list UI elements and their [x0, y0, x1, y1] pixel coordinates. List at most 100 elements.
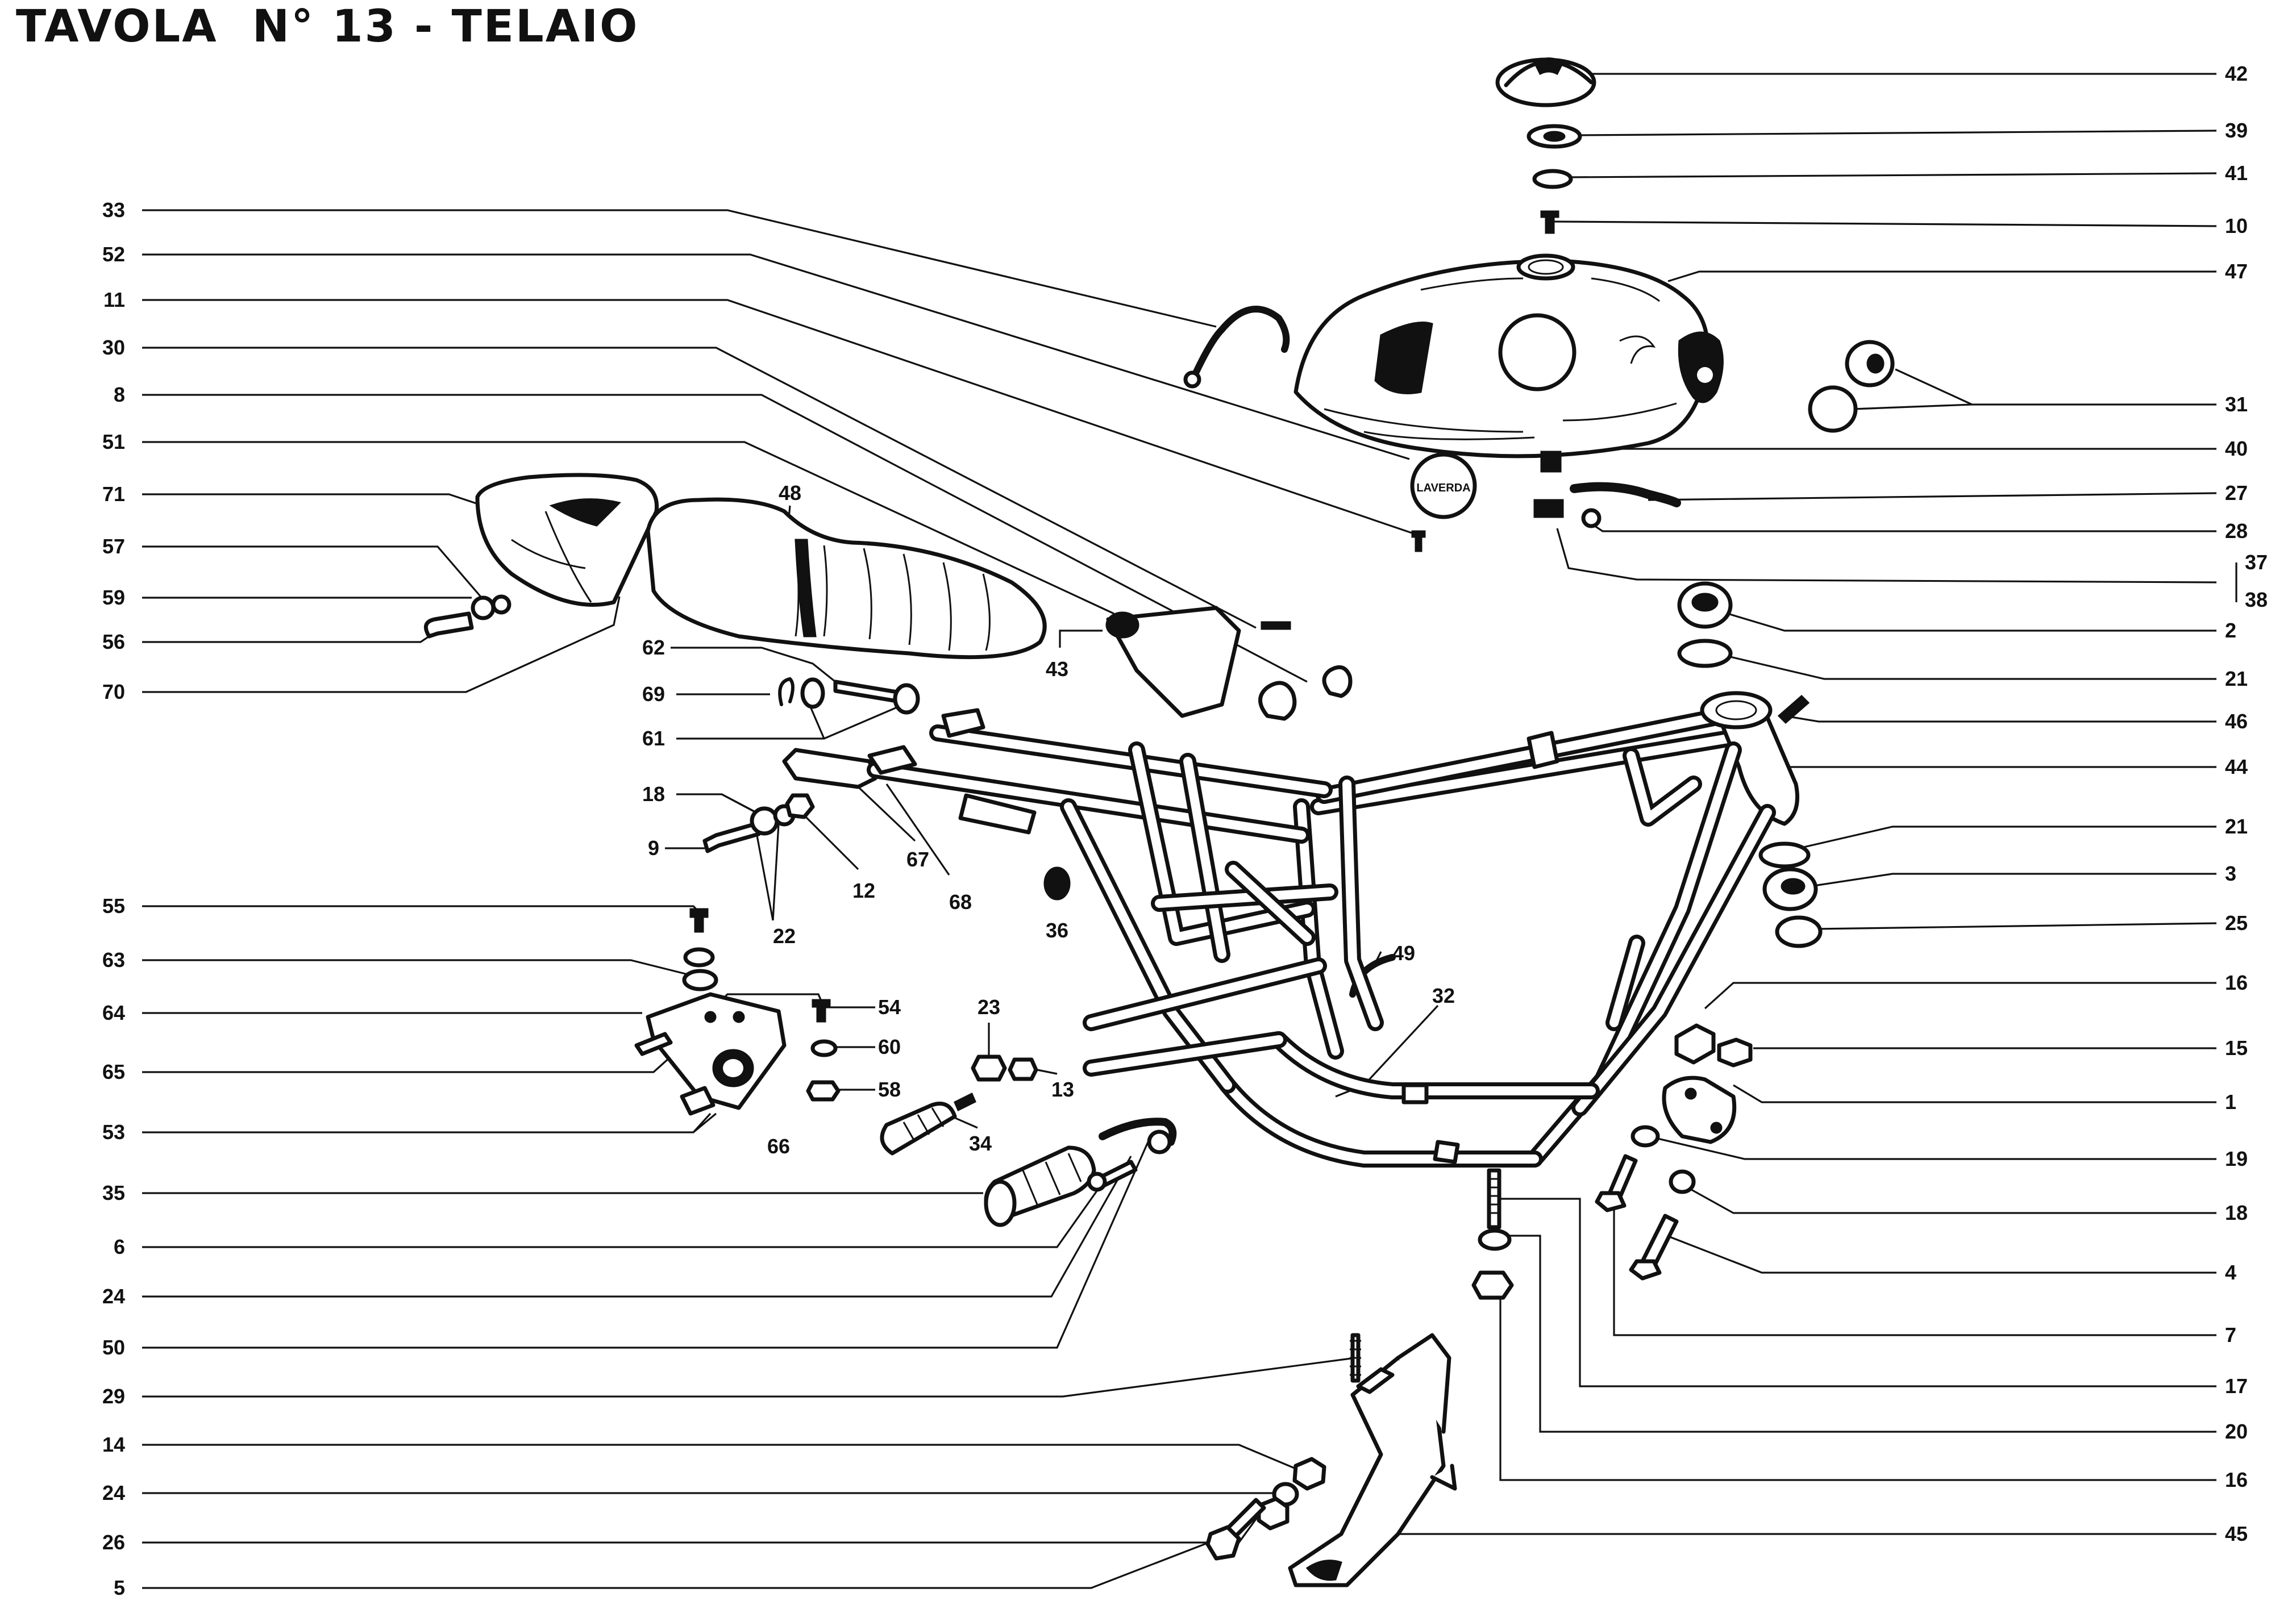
- leader-33: [142, 209, 1217, 328]
- leader-46: [1784, 715, 2216, 723]
- callout-44: 44: [2225, 755, 2248, 778]
- badge-screw: [1411, 530, 1426, 552]
- callout-63: 63: [102, 948, 125, 972]
- pin-washer-2: [893, 683, 920, 715]
- callout-labels-inline: 48 43 12 22 67 68 36 49 32 54 60 58 66 2…: [767, 481, 1455, 1158]
- filler-cap: [1495, 57, 1596, 107]
- callout-33: 33: [102, 198, 125, 222]
- leader-20: [1500, 1235, 2216, 1433]
- leader-41: [1568, 172, 2217, 178]
- leader-70: [142, 596, 621, 693]
- callout-24-lower: 24: [102, 1481, 125, 1504]
- callout-39: 39: [2225, 119, 2248, 142]
- callout-32: 32: [1432, 984, 1455, 1007]
- side-stand: [1288, 1333, 1457, 1587]
- callout-4: 4: [2225, 1261, 2236, 1284]
- nut-58: [806, 1080, 841, 1102]
- cap-gasket: [1532, 169, 1573, 189]
- callout-54: 54: [878, 995, 901, 1019]
- leader-61: [676, 703, 904, 740]
- callout-16-lower: 16: [2225, 1468, 2248, 1491]
- callout-13: 13: [1051, 1078, 1074, 1101]
- callout-68: 68: [949, 890, 972, 914]
- callout-2: 2: [2225, 619, 2236, 642]
- tank-badge: LAVERDA: [1410, 452, 1477, 519]
- callout-45: 45: [2225, 1522, 2248, 1545]
- callout-6: 6: [114, 1235, 125, 1258]
- callout-52: 52: [102, 243, 125, 266]
- callout-58: 58: [878, 1078, 901, 1101]
- callout-69: 69: [642, 682, 665, 706]
- washer-lower: [1758, 841, 1811, 869]
- callout-1: 1: [2225, 1090, 2236, 1114]
- leader-2: [1727, 612, 2216, 632]
- washer-19: [1631, 1125, 1660, 1148]
- callout-50: 50: [102, 1336, 125, 1359]
- callout-42: 42: [2225, 62, 2248, 85]
- washer-18: [1669, 1169, 1696, 1194]
- leader-53b: [692, 1112, 717, 1133]
- leader-26: [142, 1511, 1263, 1544]
- leader-51: [142, 441, 1114, 615]
- callout-29: 29: [102, 1385, 125, 1408]
- callout-18-right: 18: [2225, 1201, 2248, 1224]
- callout-8: 8: [114, 383, 125, 406]
- callout-labels-left: 33 52 11 30 8 51 71 57 59 56 70 62 69 61…: [102, 198, 665, 1599]
- callout-60: 60: [878, 1035, 901, 1058]
- callout-61: 61: [642, 727, 665, 750]
- callout-59: 59: [102, 586, 125, 609]
- leader-57: [142, 545, 484, 601]
- callout-24-upper: 24: [102, 1285, 125, 1308]
- leader-31a: [1895, 368, 2216, 406]
- nut-23: [971, 1054, 1007, 1082]
- callout-41: 41: [2225, 161, 2248, 185]
- callout-51: 51: [102, 430, 125, 453]
- callout-18-left: 18: [642, 782, 665, 806]
- callout-56: 56: [102, 630, 125, 653]
- leader-63: [142, 959, 700, 978]
- leader-lines: [142, 73, 2237, 1589]
- pin-washer-1: [800, 677, 825, 709]
- callout-37: 37: [2245, 551, 2268, 574]
- leader-14: [142, 1444, 1296, 1470]
- callout-47: 47: [2225, 260, 2248, 283]
- lever-50: [1099, 1118, 1177, 1146]
- leader-25: [1815, 922, 2217, 930]
- leader-19: [1648, 1135, 2216, 1160]
- nut-14: [1292, 1457, 1326, 1491]
- callout-53: 53: [102, 1120, 125, 1144]
- bolt-7-head: [1595, 1191, 1627, 1212]
- page-title: TAVOLA N° 13 - TELAIO: [16, 1, 639, 52]
- parts: LAVERDA: [423, 57, 1895, 1587]
- leader-53: [142, 1112, 712, 1133]
- leader-65: [142, 1056, 672, 1073]
- leader-29: [142, 1357, 1356, 1398]
- overflow-tube: [1190, 306, 1290, 381]
- nut-12: [785, 793, 815, 819]
- footrest-bracket: [634, 992, 787, 1116]
- leader-28: [1585, 519, 2216, 532]
- callout-10: 10: [2225, 214, 2248, 237]
- leader-22b: [772, 823, 780, 921]
- callout-35: 35: [102, 1181, 125, 1204]
- callout-28: 28: [2225, 519, 2248, 543]
- callout-27: 27: [2225, 481, 2248, 505]
- leader-18r: [1682, 1183, 2216, 1214]
- leader-71: [142, 493, 501, 512]
- callout-20: 20: [2225, 1420, 2248, 1443]
- leader-56: [142, 630, 438, 643]
- callout-30: 30: [102, 336, 125, 359]
- callout-9: 9: [648, 836, 659, 860]
- silent-block-1: [1258, 681, 1297, 721]
- leader-39: [1579, 130, 2217, 136]
- screw-55: [689, 908, 709, 933]
- leader-1: [1733, 1084, 2216, 1103]
- leader-11: [142, 299, 1416, 535]
- callout-3: 3: [2225, 862, 2236, 885]
- leader-37-38: [1556, 528, 2217, 583]
- nut-13: [1008, 1057, 1038, 1081]
- callout-65: 65: [102, 1060, 125, 1083]
- callout-5: 5: [114, 1576, 125, 1599]
- callout-12: 12: [852, 879, 875, 902]
